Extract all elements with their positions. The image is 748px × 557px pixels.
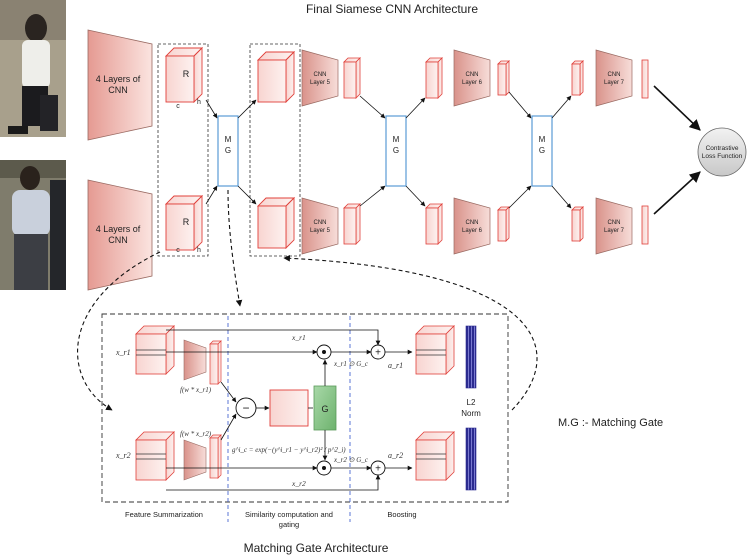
label-ar1: a_r1: [388, 361, 403, 370]
cube-r-bottom: R: [183, 217, 190, 227]
label-xr2-gated: x_r2 ⊙ G_c: [333, 456, 369, 464]
svg-text:M: M: [539, 135, 546, 144]
cube-h-top: h: [197, 99, 201, 106]
label-xr2: x_r2: [115, 451, 131, 460]
svg-text:CNN: CNN: [314, 220, 327, 226]
base-cnn-top: 4 Layers of CNN: [87, 29, 153, 141]
add-node-top: +: [370, 344, 386, 360]
cube-h-bottom: h: [197, 247, 201, 254]
matching-gate-2: M G: [385, 115, 407, 187]
section-feature-summarization: Feature Summarization: [125, 510, 203, 519]
label-xr1-gated: x_r1 ⊙ G_c: [333, 360, 369, 368]
summarization-frame: [157, 43, 209, 257]
base-cnn-top-label-2: CNN: [108, 85, 128, 95]
gate-detail-frame: [101, 313, 509, 503]
person-top-photo: [0, 0, 66, 137]
cnn-layer6-top: CNN Layer 6: [453, 49, 491, 107]
svg-text:CNN: CNN: [466, 72, 479, 78]
gate-conv-top: [183, 339, 207, 381]
base-cnn-bottom-label: 4 Layers of: [96, 224, 141, 234]
zoom-connectors: [77, 189, 538, 411]
label-xr2-bottom: x_r2: [291, 479, 306, 488]
base-cnn-bottom: 4 Layers of CNN: [87, 179, 153, 291]
multiply-node-bottom: [316, 460, 332, 476]
difference-map: [269, 389, 309, 427]
mg-note: M.G :- Matching Gate: [558, 417, 663, 429]
gate-g-block: G: [313, 385, 337, 431]
label-xr1-top: x_r1: [291, 333, 306, 342]
gate-input-cube-top: [135, 325, 175, 375]
contrastive-loss-node: Contrastive Loss Function: [697, 127, 747, 177]
gate-output-cube-top: [415, 325, 455, 375]
add-node-bottom: +: [370, 460, 386, 476]
diagram-subtitle: Matching Gate Architecture: [244, 541, 389, 555]
thin-feature-maps: [343, 57, 649, 245]
svg-text:−: −: [242, 401, 249, 415]
l2-norm-bar-top: [465, 325, 477, 389]
svg-text:CNN: CNN: [466, 220, 479, 226]
label-xr1: x_r1: [115, 348, 131, 357]
svg-text:CNN: CNN: [314, 72, 327, 78]
svg-text:CNN: CNN: [608, 220, 621, 226]
gate-input-cube-bottom: [135, 431, 175, 481]
svg-text:G: G: [321, 404, 328, 414]
label-f1: f(w * x_r1): [180, 386, 212, 394]
svg-text:Layer 5: Layer 5: [310, 80, 331, 86]
loss-arrows: [653, 85, 701, 215]
svg-text:Layer 7: Layer 7: [604, 228, 625, 234]
label-ar2: a_r2: [388, 451, 403, 460]
l2-label: L2: [467, 398, 476, 407]
base-cnn-bottom-label-2: CNN: [108, 235, 128, 245]
diagram-title: Final Siamese CNN Architecture: [306, 2, 478, 16]
gate-output-cube-bottom: [415, 431, 455, 481]
cnn-layer5-bottom: CNN Layer 5: [301, 197, 339, 255]
svg-text:Layer 6: Layer 6: [462, 80, 483, 86]
cube-c-bottom: c: [176, 247, 180, 254]
svg-text:CNN: CNN: [608, 72, 621, 78]
feature-cube-bottom: [164, 194, 204, 252]
base-cnn-top-label: 4 Layers of: [96, 74, 141, 84]
network-arrows: [205, 91, 572, 209]
svg-text:G: G: [225, 146, 231, 155]
cube-r-top: R: [183, 69, 190, 79]
label-f2: f(w * x_r2): [180, 430, 212, 438]
boost-cube-top: [256, 50, 296, 104]
svg-text:Contrastive: Contrastive: [706, 145, 739, 152]
svg-text:M: M: [225, 135, 232, 144]
svg-text:Layer 6: Layer 6: [462, 228, 483, 234]
l2-label-2: Norm: [461, 409, 481, 418]
l2-norm-bar-bottom: [465, 427, 477, 491]
difference-node: −: [235, 397, 257, 419]
boost-cube-bottom: [256, 196, 296, 250]
svg-text:Loss Function: Loss Function: [702, 153, 743, 160]
cube-c-top: c: [176, 103, 180, 110]
section-boosting: Boosting: [387, 510, 416, 519]
matching-gate-1: M G: [217, 115, 239, 187]
svg-text:M: M: [393, 135, 400, 144]
svg-text:G: G: [393, 146, 399, 155]
cnn-layer7-bottom: CNN Layer 7: [595, 197, 633, 255]
svg-text:Layer 7: Layer 7: [604, 80, 625, 86]
multiply-node-top: [316, 344, 332, 360]
gate-conv-bottom: [183, 439, 207, 481]
cnn-layer7-top: CNN Layer 7: [595, 49, 633, 107]
boosting-frame: [249, 43, 301, 257]
gate-formula: g^i_c = exp(−(y^i_r1 − y^i_r2)² / p^2_i): [232, 446, 346, 454]
cnn-layer6-bottom: CNN Layer 6: [453, 197, 491, 255]
svg-text:+: +: [375, 348, 381, 359]
matching-gate-3: M G: [531, 115, 553, 187]
person-bottom-photo: [0, 160, 66, 290]
feature-cube-top: [164, 46, 204, 104]
gate-wires: [166, 329, 413, 491]
svg-text:+: +: [375, 464, 381, 475]
svg-text:G: G: [539, 146, 545, 155]
cnn-layer5-top: CNN Layer 5: [301, 49, 339, 107]
gate-vectors: [209, 340, 222, 479]
svg-text:Layer 5: Layer 5: [310, 228, 331, 234]
